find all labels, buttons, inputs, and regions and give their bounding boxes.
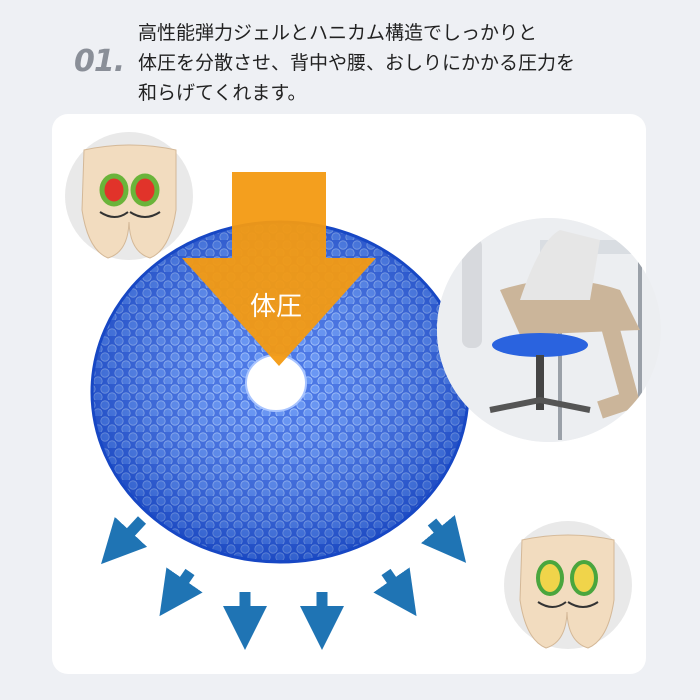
header: 01. 高性能弾力ジェルとハニカム構造でしっかりと 体圧を分散させ、背中や腰、お… bbox=[0, 0, 700, 112]
dispersion-arrows bbox=[101, 515, 467, 650]
step-number: 01. bbox=[74, 44, 125, 79]
pressure-map-after bbox=[504, 521, 632, 649]
gel-cushion bbox=[90, 220, 470, 564]
pressure-label: 体圧 bbox=[250, 292, 303, 322]
caption: 高性能弾力ジェルとハニカム構造でしっかりと 体圧を分散させ、背中や腰、おしりにか… bbox=[138, 18, 658, 108]
caption-line-3: 和らげてくれます。 bbox=[138, 82, 307, 104]
pressure-arrow bbox=[182, 172, 376, 366]
pressure-map-before bbox=[65, 132, 193, 260]
caption-line-2: 体圧を分散させ、背中や腰、おしりにかかる圧力を bbox=[138, 52, 576, 74]
caption-line-1: 高性能弾力ジェルとハニカム構造でしっかりと bbox=[138, 22, 538, 44]
usage-photo bbox=[437, 218, 661, 442]
